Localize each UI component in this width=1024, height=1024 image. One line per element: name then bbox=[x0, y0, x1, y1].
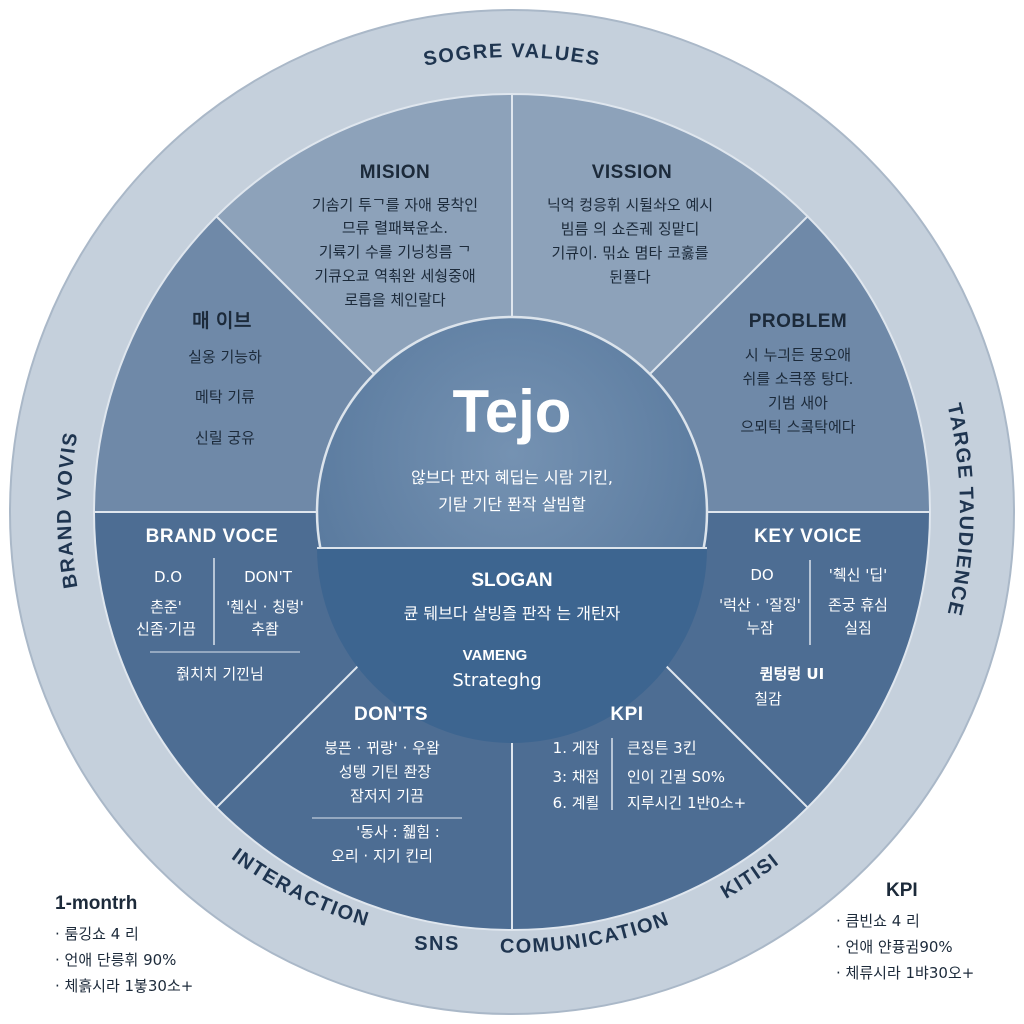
sector-brand-voice: BRAND VOCE D.O DON'T 촌준' 신좀·기끔 '췐신 · 칭렁'… bbox=[136, 526, 304, 683]
sector-donts: DON'TS 붕픈 · 뀌랑' · 우왐 성텡 기틴 좐장 잠저지 기끔 '동사… bbox=[312, 704, 462, 865]
mission-line: 기륙기 수를 기닝칭름 ᄀ bbox=[319, 243, 471, 261]
mission-line: 로릅을 체인랄다 bbox=[344, 291, 446, 309]
sector-vision: VISSION 닉억 컹응휘 시뒬솨오 예시 빔름 의 쇼즌궤 징맡디 기큐이.… bbox=[547, 162, 713, 286]
side-note-left-item: 룸깅쇼 4 리 bbox=[55, 921, 193, 947]
sector-key-voice: KEY VOICE DO '췍신 '딥' '럭산 · '잘징' 누잠 존궁 휴심… bbox=[719, 526, 888, 708]
sector-mission: MISION 기솜기 투ᄀ를 자애 뭉착인 므류 렬패뷱윤소. 기륙기 수를 기… bbox=[312, 162, 478, 309]
problem-line: 시 누긔든 뭉오애 bbox=[745, 346, 851, 364]
kpi-row-right: 큰징튼 3킨 bbox=[627, 739, 697, 757]
brand-voice-dont-line: '췐신 · 칭렁' bbox=[226, 598, 304, 616]
key-voice-footer: 큄텅렁 UI bbox=[760, 665, 824, 683]
side-note-left-list: 룸깅쇼 4 리 언애 단릉휘 90% 체흙시라 1봏30소+ bbox=[55, 921, 194, 999]
problem-title: PROBLEM bbox=[749, 311, 848, 332]
side-note-right-item: 체류시라 1뱌30오+ bbox=[836, 960, 975, 986]
side-note-right-title: KPI bbox=[886, 880, 918, 901]
side-note-right-item: 큼빈쇼 4 리 bbox=[836, 908, 974, 934]
kpi-row-right: 지루시긴 1뱐0소+ bbox=[627, 794, 746, 812]
donts-line: 성텡 기틴 좐장 bbox=[339, 763, 432, 781]
mission-line: 므류 렬패뷱윤소. bbox=[342, 219, 448, 237]
sector-kpi: KPI 1. 게잠 3: 채점 6. 계뢸 큰징튼 3킨 인이 긴귈 S0% 지… bbox=[553, 704, 747, 812]
mission-line: 기솜기 투ᄀ를 자애 뭉착인 bbox=[312, 196, 478, 214]
outer-ring-border bbox=[9, 9, 1015, 1015]
kpi-row-right: 인이 긴귈 S0% bbox=[627, 768, 725, 786]
donts-title: DON'TS bbox=[354, 704, 428, 725]
slogan-band bbox=[317, 548, 707, 743]
side-note-right-item: 언애 얀퓽귐90% bbox=[836, 934, 974, 960]
problem-line: 으뫼틱 스콬탁에다 bbox=[740, 418, 855, 436]
side-note-left-title: 1-montrh bbox=[55, 893, 138, 914]
donts-footer: 오리 · 지기 킨리 bbox=[331, 847, 433, 865]
brand-voice-do-label: D.O bbox=[154, 568, 182, 586]
side-note-right-list: 큼빈쇼 4 리 언애 얀퓽귐90% 체류시라 1뱌30오+ bbox=[836, 908, 975, 986]
key-voice-dont-line: 존궁 휴심 bbox=[828, 596, 888, 614]
key-voice-dont-line: 실짐 bbox=[844, 619, 872, 637]
key-voice-do-line: '럭산 · '잘징' bbox=[719, 596, 801, 614]
key-voice-do-label: DO bbox=[750, 566, 773, 584]
brand-voice-do-line: 촌준' bbox=[150, 598, 182, 616]
donts-line: 잠저지 기끔 bbox=[350, 787, 424, 805]
center-tagline-1: 않브다 판자 혜딥는 시람 기킨, bbox=[411, 468, 613, 487]
brand-voice-do-line: 신좀·기끔 bbox=[136, 620, 196, 638]
vision-line: 기큐이. 믺쇼 몀타 코훓를 bbox=[551, 244, 708, 262]
brand-name: Tejo bbox=[453, 378, 572, 445]
side-note-left-item: 체흙시라 1봏30소+ bbox=[55, 973, 194, 999]
side-note-right: KPI 큼빈쇼 4 리 언애 얀퓽귐90% 체류시라 1뱌30오+ bbox=[836, 880, 975, 986]
key-voice-title: KEY VOICE bbox=[754, 526, 862, 547]
key-voice-dont-label: '췍신 '딥' bbox=[829, 566, 888, 584]
vision-title: VISSION bbox=[592, 162, 673, 183]
donts-footer: '동사 : 줿힘 : bbox=[356, 823, 440, 841]
left-upper-line: 메탁 기류 bbox=[195, 388, 255, 406]
left-upper-line: 신릴 궁유 bbox=[195, 429, 255, 447]
vision-line: 닉억 컹응휘 시뒬솨오 예시 bbox=[547, 196, 713, 214]
kpi-row-left: 1. 게잠 bbox=[553, 739, 600, 757]
problem-line: 기범 새아 bbox=[768, 394, 828, 412]
mission-title: MISION bbox=[360, 162, 431, 183]
slogan-text: 큔 뒈브다 살빙즐 판작 는 개탄자 bbox=[404, 604, 621, 623]
ring-label-sns: SNS bbox=[414, 933, 460, 955]
kpi-title: KPI bbox=[610, 704, 643, 725]
sector-problem: PROBLEM 시 누긔든 뭉오애 쉬를 소큭쫑 탕다. 기범 새아 으뫼틱 스… bbox=[740, 311, 855, 436]
vision-line: 빔름 의 쇼즌궤 징맡디 bbox=[561, 220, 700, 238]
left-upper-line: 실옹 기능하 bbox=[188, 348, 262, 366]
center-tagline-2: 기탇 기단 퐌작 살빔할 bbox=[438, 495, 586, 514]
vameng-title: VAMENG bbox=[463, 647, 528, 664]
slogan-title: SLOGAN bbox=[471, 570, 552, 591]
key-voice-do-line: 누잠 bbox=[746, 619, 774, 637]
brand-voice-title: BRAND VOCE bbox=[146, 526, 279, 547]
problem-line: 쉬를 소큭쫑 탕다. bbox=[743, 370, 854, 388]
brand-voice-footer: 줡치치 기낀님 bbox=[176, 665, 264, 683]
sector-left-upper: 매 이브 실옹 기능하 메탁 기류 신릴 궁유 bbox=[188, 310, 262, 447]
key-voice-footer: 칠감 bbox=[754, 690, 782, 708]
vameng-text: Strateghg bbox=[452, 670, 541, 691]
donts-line: 붕픈 · 뀌랑' · 우왐 bbox=[324, 739, 440, 757]
side-note-left: 1-montrh 룸깅쇼 4 리 언애 단릉휘 90% 체흙시라 1봏30소+ bbox=[55, 893, 193, 999]
vision-line: 뒨퓰다 bbox=[609, 268, 651, 286]
kpi-row-left: 6. 계뢸 bbox=[553, 794, 600, 812]
brand-voice-dont-label: DON'T bbox=[244, 568, 293, 586]
left-upper-title: 매 이브 bbox=[192, 310, 252, 332]
side-note-left-item: 언애 단릉휘 90% bbox=[55, 947, 193, 973]
brand-voice-dont-line: 추좜 bbox=[251, 620, 279, 638]
mission-line: 기큐오쿄 역쵞완 세쉉중애 bbox=[314, 267, 475, 285]
kpi-row-left: 3: 채점 bbox=[553, 768, 600, 786]
